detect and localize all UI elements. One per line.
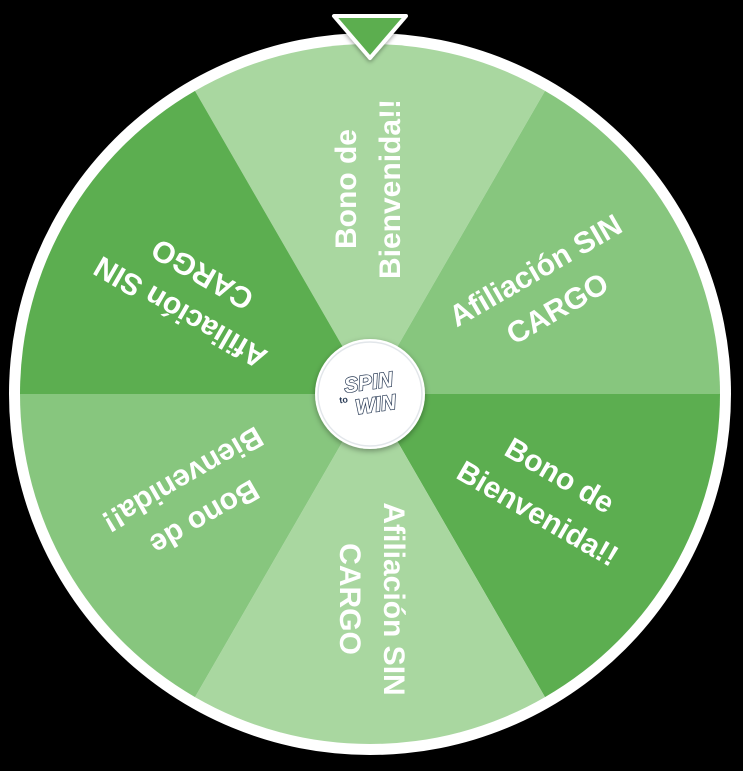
segment-label-line: CARGO bbox=[333, 543, 366, 655]
wheel-segments bbox=[20, 43, 720, 745]
wheel-pointer bbox=[332, 14, 408, 60]
segment-label-line: Afiliación SIN bbox=[377, 502, 410, 695]
logo-to-text: to bbox=[339, 394, 349, 405]
wheel-segment bbox=[370, 394, 720, 698]
hub-circle[interactable] bbox=[315, 339, 425, 449]
wheel-segment bbox=[20, 90, 370, 394]
hub-inner-ring bbox=[317, 341, 423, 447]
wheel-segment bbox=[195, 43, 545, 395]
segment-label-line: Bono de bbox=[330, 129, 363, 249]
wheel-segment bbox=[195, 394, 545, 745]
wheel-segment bbox=[370, 90, 720, 394]
segment-label: Bono de Bienvenida!! bbox=[330, 99, 407, 279]
wheel-segment bbox=[20, 394, 370, 698]
segment-label-line: Bienvenida!! bbox=[374, 99, 407, 279]
wheel-hub[interactable]: SPIN to WIN bbox=[315, 339, 425, 449]
segment-label: Afiliación SIN CARGO bbox=[333, 502, 410, 695]
